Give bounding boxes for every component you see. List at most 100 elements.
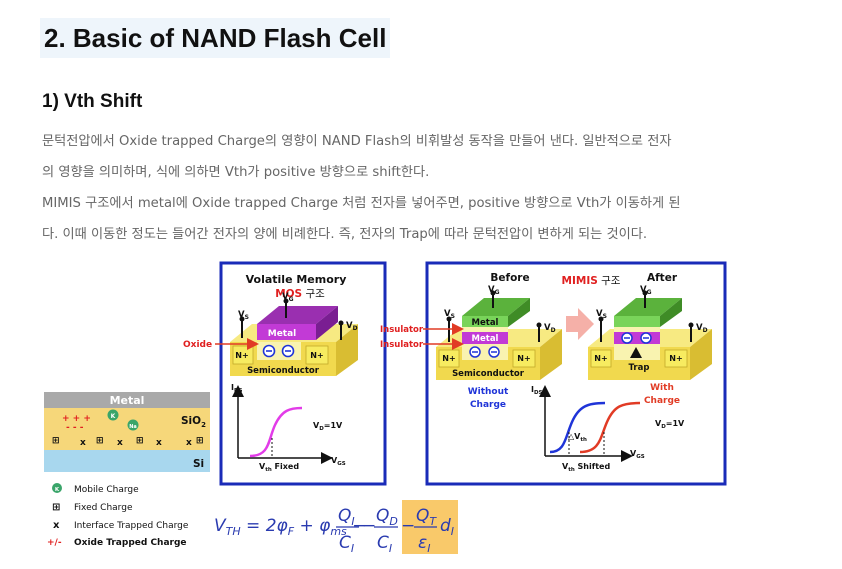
without-charge-1: Without [468,387,509,397]
k-ion-label: K [111,413,116,420]
before-metal-top: Metal [472,318,499,328]
charge-legend: K Mobile Charge ⊞ Fixed Charge x Interfa… [47,483,189,548]
cs-sio2-label: SiO [181,415,201,427]
paragraph-2-line-2: 다. 이때 이동한 정도는 들어간 전자의 양에 비례한다. 즉, 전자의 Tr… [42,227,648,242]
svg-text:IDS: IDS [531,385,543,396]
svg-text:VG: VG [640,285,652,296]
semiconductor-label: Semiconductor [452,369,525,379]
svg-text:VGS: VGS [331,456,346,467]
mos-metal-label: Metal [268,329,297,339]
svg-text:VD: VD [696,323,708,334]
svg-text:MIMIS 구조: MIMIS 구조 [562,275,621,287]
cs-metal-label: Metal [110,394,145,407]
k-ion-icon [107,409,119,421]
legend-fixed: Fixed Charge [74,503,133,513]
fixed-charge-icon: ⊞ [52,502,60,513]
svg-text:CI: CI [377,533,392,555]
svg-text:VD=1V: VD=1V [313,421,343,432]
mos-label: MOS [275,288,302,300]
mos-vg-label: V [282,292,289,302]
insulator-label-2: Insulator [380,340,424,350]
mos-cross-section: Metal SiO2 Si + + + - - - K Na ⊞ x ⊞ x ⊞… [44,392,210,472]
svg-text:−: − [401,516,415,536]
svg-text:K: K [55,487,60,493]
with-charge-1: With [650,383,674,393]
vth-formula: VTH = 2φF + φms − QI CI − QD CI − QT εI … [214,500,458,555]
svg-text:VD: VD [346,321,358,332]
svg-text:VS: VS [444,309,455,320]
svg-text:IDS: IDS [231,383,243,394]
mimis-iv-graph: IDS VGS △Vth Vth Shifted Without Charge … [468,383,685,473]
mos-vd-eq-label: V [313,421,320,430]
mos-panel: Volatile Memory MOS 구조 N+ N+ Metal [183,261,387,486]
vth-shifted-label: V [562,462,569,471]
svg-text:⊞: ⊞ [136,436,144,446]
svg-text:VG: VG [282,292,294,303]
cs-minus-row: - - - [66,423,84,433]
oxide-label: Oxide [183,340,212,350]
before-metal-mid: Metal [472,334,499,344]
mimis-vgs-label: V [630,449,637,458]
after-nplus-left: N+ [594,354,607,363]
nplus-right: N+ [310,351,323,360]
without-charge-2: Charge [470,400,506,410]
mos-fixed-label: Fixed [275,462,300,471]
mos-iv-graph: IDS VGS VD=1V Vth Fixed [231,383,346,473]
mimis-label: MIMIS [562,275,598,287]
legend-oxide: Oxide Trapped Charge [74,538,187,548]
svg-text:VS: VS [596,309,607,320]
legend-interface: Interface Trapped Charge [74,521,189,531]
svg-text:QI: QI [338,506,355,528]
svg-text:VD=1V: VD=1V [655,419,685,430]
svg-text:VGS: VGS [630,449,645,460]
mobile-charge-icon [52,483,62,493]
page-title: 2. Basic of NAND Flash Cell [40,18,391,58]
trap-label: Trap [629,363,650,373]
mos-ids-label: I [231,383,234,392]
paragraph-2-line-1: MIMIS 구조에서 metal에 Oxide trapped Charge 처… [42,196,681,211]
svg-text:x: x [156,438,162,448]
shifted-label: Shifted [578,462,611,471]
legend-mobile: Mobile Charge [74,485,139,495]
mimis-vd-eq-value: =1V [666,419,685,428]
section-subtitle: 1) Vth Shift [42,91,143,112]
svg-text:x: x [186,438,192,448]
without-charge-curve [549,401,606,454]
mos-panel-title: Volatile Memory [246,273,347,286]
svg-text:MOS 구조: MOS 구조 [275,288,325,300]
before-label: Before [490,272,529,284]
mos-semiconductor-label: Semiconductor [247,366,320,376]
svg-text:−: − [362,516,376,536]
svg-text:CI: CI [339,533,354,555]
with-charge-2: Charge [644,396,680,406]
mos-vgs-label: V [331,456,338,465]
after-label: After [647,272,678,284]
cs-si-label: Si [193,458,204,470]
svg-text:QD: QD [376,506,398,528]
mos-suffix: 구조 [305,288,325,300]
mos-vd-eq-value: =1V [324,421,343,430]
mos-vs-label: V [238,310,245,320]
before-nplus-right: N+ [517,354,530,363]
with-charge-curve [579,401,641,454]
mimis-panel: Before MIMIS 구조 After N+ N+ Metal [380,261,727,486]
nplus-left: N+ [235,351,248,360]
cs-plus-row: + + + [62,414,91,424]
svg-text:x: x [80,438,86,448]
mos-vd-label: V [346,321,353,331]
svg-text:VG: VG [488,285,500,296]
mimis-after-structure: N+ N+ VG VS VD Trap [588,285,712,380]
before-nplus-left: N+ [442,354,455,363]
svg-text:VD: VD [544,323,556,334]
paragraph-1-line-1: 문턱전압에서 Oxide trapped Charge의 영향이 NAND Fl… [42,134,672,149]
svg-text:VS: VS [238,310,249,321]
transition-arrow [566,308,594,340]
mos-structure: N+ N+ Metal Semiconductor VG VS VD [183,292,358,376]
mos-vth-label: V [259,462,266,471]
paragraph-1-line-2: 의 영향을 의미하며, 식에 의하면 Vth가 positive 방향으로 sh… [42,165,430,180]
legend-oxide-symbol: +/- [47,538,62,548]
svg-text:dI: dI [440,516,454,538]
mimis-suffix: 구조 [601,275,621,287]
svg-text:⊞: ⊞ [52,436,60,446]
